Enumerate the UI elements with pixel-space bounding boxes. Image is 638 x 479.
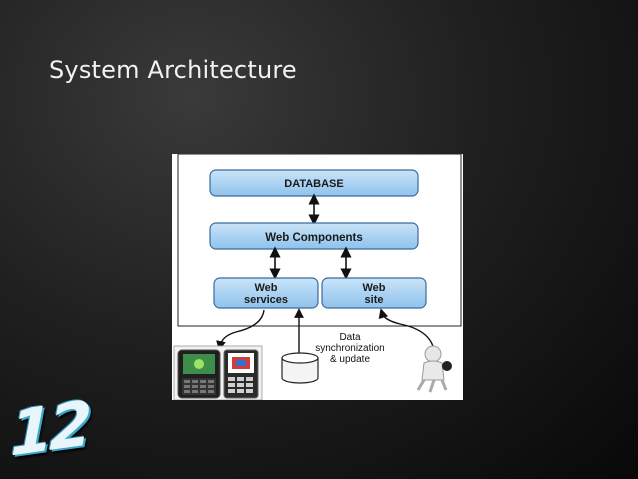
storage-cylinder-icon <box>281 352 319 384</box>
user-figure-icon <box>416 345 452 393</box>
sync-label-line-1: Data <box>339 332 361 343</box>
web-services-box <box>213 277 319 309</box>
user-to-site-arrow <box>378 308 435 351</box>
services-to-phones-arrow <box>216 309 265 351</box>
database-label: DATABASE <box>284 178 343 190</box>
slide-title: System Architecture <box>49 56 297 84</box>
web-services-label-2: services <box>244 294 288 306</box>
web-services-label-1: Web <box>254 282 277 294</box>
sync-label-line-2: synchronization <box>315 343 384 354</box>
web-site-box <box>321 277 427 309</box>
architecture-diagram: DATABASE Web Components Web services Web… <box>172 154 463 400</box>
server-frame <box>177 154 462 327</box>
web-components-box <box>209 222 419 250</box>
web-site-label-1: Web <box>362 282 385 294</box>
mobile-phones-icon <box>173 345 263 400</box>
slide-number: 12 <box>10 386 89 471</box>
web-site-label-2: site <box>365 294 384 306</box>
sync-label-line-3: & update <box>330 354 370 365</box>
web-components-label: Web Components <box>265 232 363 244</box>
architecture-diagram-svg: DATABASE Web Components Web services Web… <box>173 154 462 400</box>
